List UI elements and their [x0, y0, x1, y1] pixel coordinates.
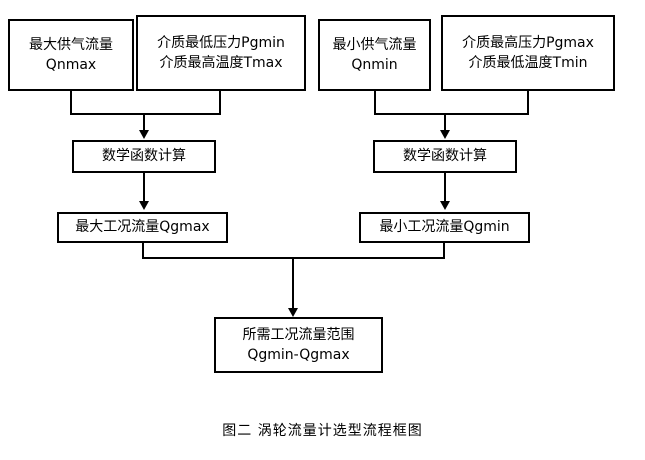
node-line-1: 最大工况流量Qgmax	[75, 219, 210, 236]
node-line-2: Qnmin	[351, 57, 398, 73]
arrowhead-to-math-left	[139, 130, 149, 139]
connector-mathleft-to-qgmax	[143, 173, 145, 202]
connector-right-merge-stem	[444, 113, 446, 131]
arrowhead-to-result	[288, 308, 298, 317]
node-line-1: 最小供气流量	[332, 36, 417, 53]
node-required-flow-range: 所需工况流量范围 Qgmin-Qgmax	[214, 317, 383, 373]
node-line-1: 介质最低压力Pgmin	[157, 34, 285, 51]
node-line-1: 最大供气流量	[29, 36, 113, 53]
node-line-1: 数学函数计算	[102, 148, 186, 165]
arrowhead-to-qgmin	[440, 201, 450, 210]
connector-qgmin-drop	[443, 243, 445, 259]
node-max-supply-flow: 最大供气流量 Qnmax	[8, 19, 134, 91]
node-line-1: 最小工况流量Qgmin	[379, 219, 510, 236]
arrowhead-to-qgmax	[139, 201, 149, 210]
node-line-2: 介质最高温度Tmax	[159, 55, 283, 71]
node-line-2: Qgmin-Qgmax	[247, 347, 350, 363]
node-math-calculation-right: 数学函数计算	[373, 140, 517, 173]
figure-caption: 图二 涡轮流量计选型流程框图	[222, 423, 423, 439]
connector-left-merge-bar	[70, 113, 221, 115]
connector-bottom-merge-stem	[292, 257, 294, 309]
connector-mathright-to-qgmin	[444, 173, 446, 202]
node-math-calculation-left: 数学函数计算	[72, 140, 216, 173]
connector-qgmax-drop	[142, 243, 144, 259]
node-line-2: Qnmax	[45, 57, 97, 73]
connector-qnmax-drop	[70, 91, 72, 115]
node-line-2: 介质最低温度Tmin	[468, 55, 588, 71]
node-min-working-flow: 最小工况流量Qgmin	[359, 212, 530, 243]
node-min-supply-flow: 最小供气流量 Qnmin	[318, 19, 431, 91]
node-max-pressure-min-temp: 介质最高压力Pgmax 介质最低温度Tmin	[441, 15, 615, 91]
connector-pgmax-drop	[527, 91, 529, 115]
node-max-working-flow: 最大工况流量Qgmax	[57, 212, 228, 243]
node-line-1: 介质最高压力Pgmax	[462, 34, 594, 51]
connector-right-merge-bar	[374, 113, 529, 115]
connector-left-merge-stem	[143, 113, 145, 131]
connector-pgmin-drop	[219, 91, 221, 115]
node-line-1: 数学函数计算	[403, 148, 487, 165]
arrowhead-to-math-right	[440, 130, 450, 139]
connector-qnmin-drop	[374, 91, 376, 115]
node-min-pressure-max-temp: 介质最低压力Pgmin 介质最高温度Tmax	[136, 15, 306, 91]
node-line-1: 所需工况流量范围	[242, 326, 355, 343]
